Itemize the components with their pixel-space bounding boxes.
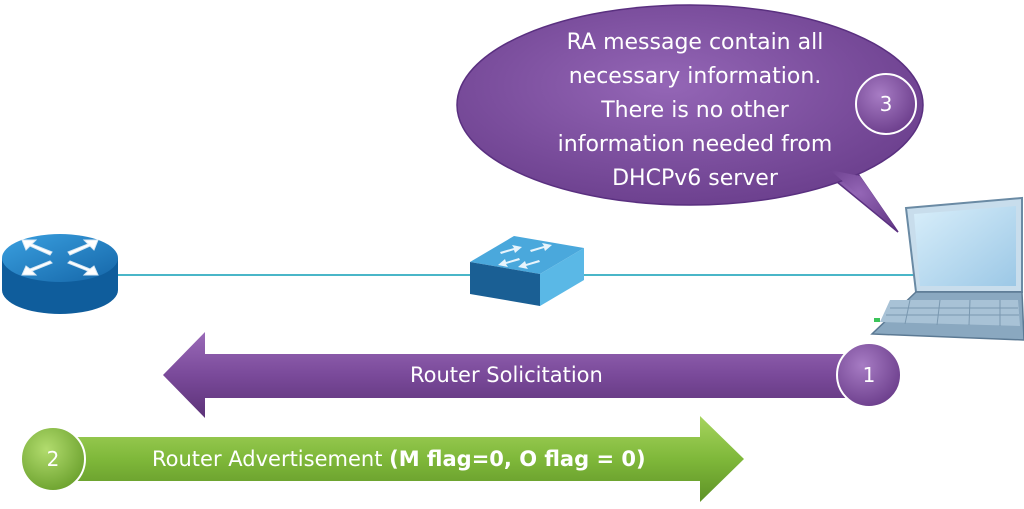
laptop-icon (870, 196, 1024, 341)
step-badge-3 (855, 73, 917, 135)
callout-line: information needed from (557, 132, 833, 157)
switch-icon (470, 236, 584, 306)
advertisement-flags: (M flag=0, O flag = 0) (389, 447, 646, 471)
router-solicitation-arrow (163, 332, 860, 418)
callout-line: RA message contain all (566, 30, 824, 55)
callout-line: DHCPv6 server (612, 166, 778, 191)
step-3-label: 3 (879, 92, 893, 116)
callout-text: RA message contain all necessary informa… (530, 26, 860, 196)
step-badge-1 (836, 342, 902, 408)
step-1-label: 1 (862, 363, 876, 387)
callout-line: necessary information. (568, 64, 822, 89)
callout-line: There is no other (601, 98, 789, 123)
advertisement-title: Router Advertisement (152, 447, 383, 471)
step-badge-2 (20, 426, 86, 492)
callout-bubble (456, 4, 924, 233)
router-advertisement-label: Router Advertisement (M flag=0, O flag =… (152, 449, 646, 470)
router-solicitation-label: Router Solicitation (410, 363, 603, 387)
router-advertisement-arrow (50, 416, 744, 502)
step-2-label: 2 (46, 447, 60, 471)
router-icon (2, 234, 118, 314)
